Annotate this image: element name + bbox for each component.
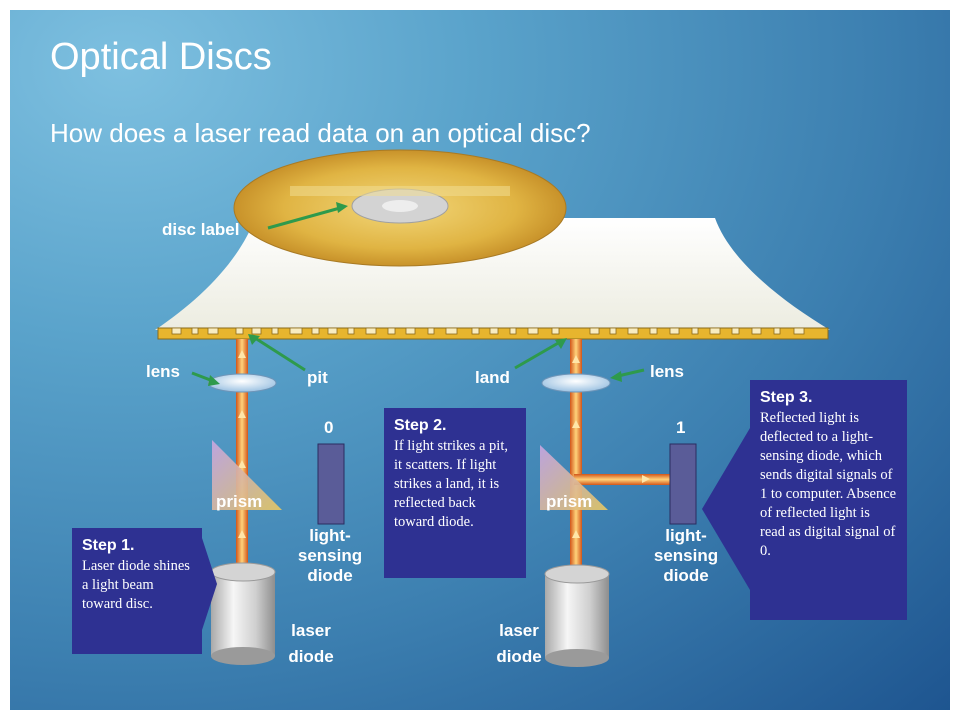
label-land: land (475, 368, 510, 387)
label-digit-one: 1 (676, 418, 686, 437)
label-pit: pit (307, 368, 328, 387)
light-sensing-diode-left (317, 443, 345, 525)
slide: Optical Discs How does a laser read data… (10, 10, 950, 710)
step1-heading: Step 1. (82, 537, 135, 554)
disc-illustration (155, 149, 830, 667)
label-digit-zero: 0 (324, 418, 334, 437)
step2-box: Step 2. If light strikes a pit, it scatt… (384, 408, 526, 578)
label-prism-right: prism (546, 492, 593, 511)
prism-right (540, 445, 608, 510)
label-sensor-right: light- sensing diode (653, 526, 719, 585)
light-sensing-diode-right (669, 443, 697, 525)
reflected-beam (574, 474, 682, 485)
label-laser-right: laser diode (496, 621, 542, 666)
step3-heading: Step 3. (760, 389, 813, 406)
label-laser-left: laser diode (288, 621, 334, 666)
step1-text: Laser diode shines a light beam toward d… (82, 558, 190, 612)
step3-text: Reflected light is deflected to a light-… (760, 410, 897, 559)
label-lens-left: lens (146, 362, 181, 381)
label-sensor-left: light- sensing diode (297, 526, 363, 585)
step3-pointer (702, 428, 750, 590)
laser-diode-right (545, 574, 609, 658)
lens-left (207, 373, 277, 393)
laser-diode-left (211, 572, 275, 656)
step1-box: Step 1. Laser diode shines a light beam … (72, 528, 202, 654)
label-disc-label: disc label (162, 220, 240, 239)
step2-text: If light strikes a pit, it scatters. If … (394, 438, 508, 530)
prism-left (212, 440, 282, 510)
step3-box: Step 3. Reflected light is deflected to … (750, 380, 907, 620)
label-prism-left: prism (216, 492, 263, 511)
slide-subtitle: How does a laser read data on an optical… (50, 118, 591, 148)
step1-pointer (202, 538, 217, 630)
laser-beam-right (570, 339, 582, 575)
step2-heading: Step 2. (394, 417, 447, 434)
laser-beam-left (236, 339, 248, 571)
lens-right (541, 373, 611, 393)
slide-title: Optical Discs (50, 36, 272, 78)
label-lens-right: lens (650, 362, 685, 381)
